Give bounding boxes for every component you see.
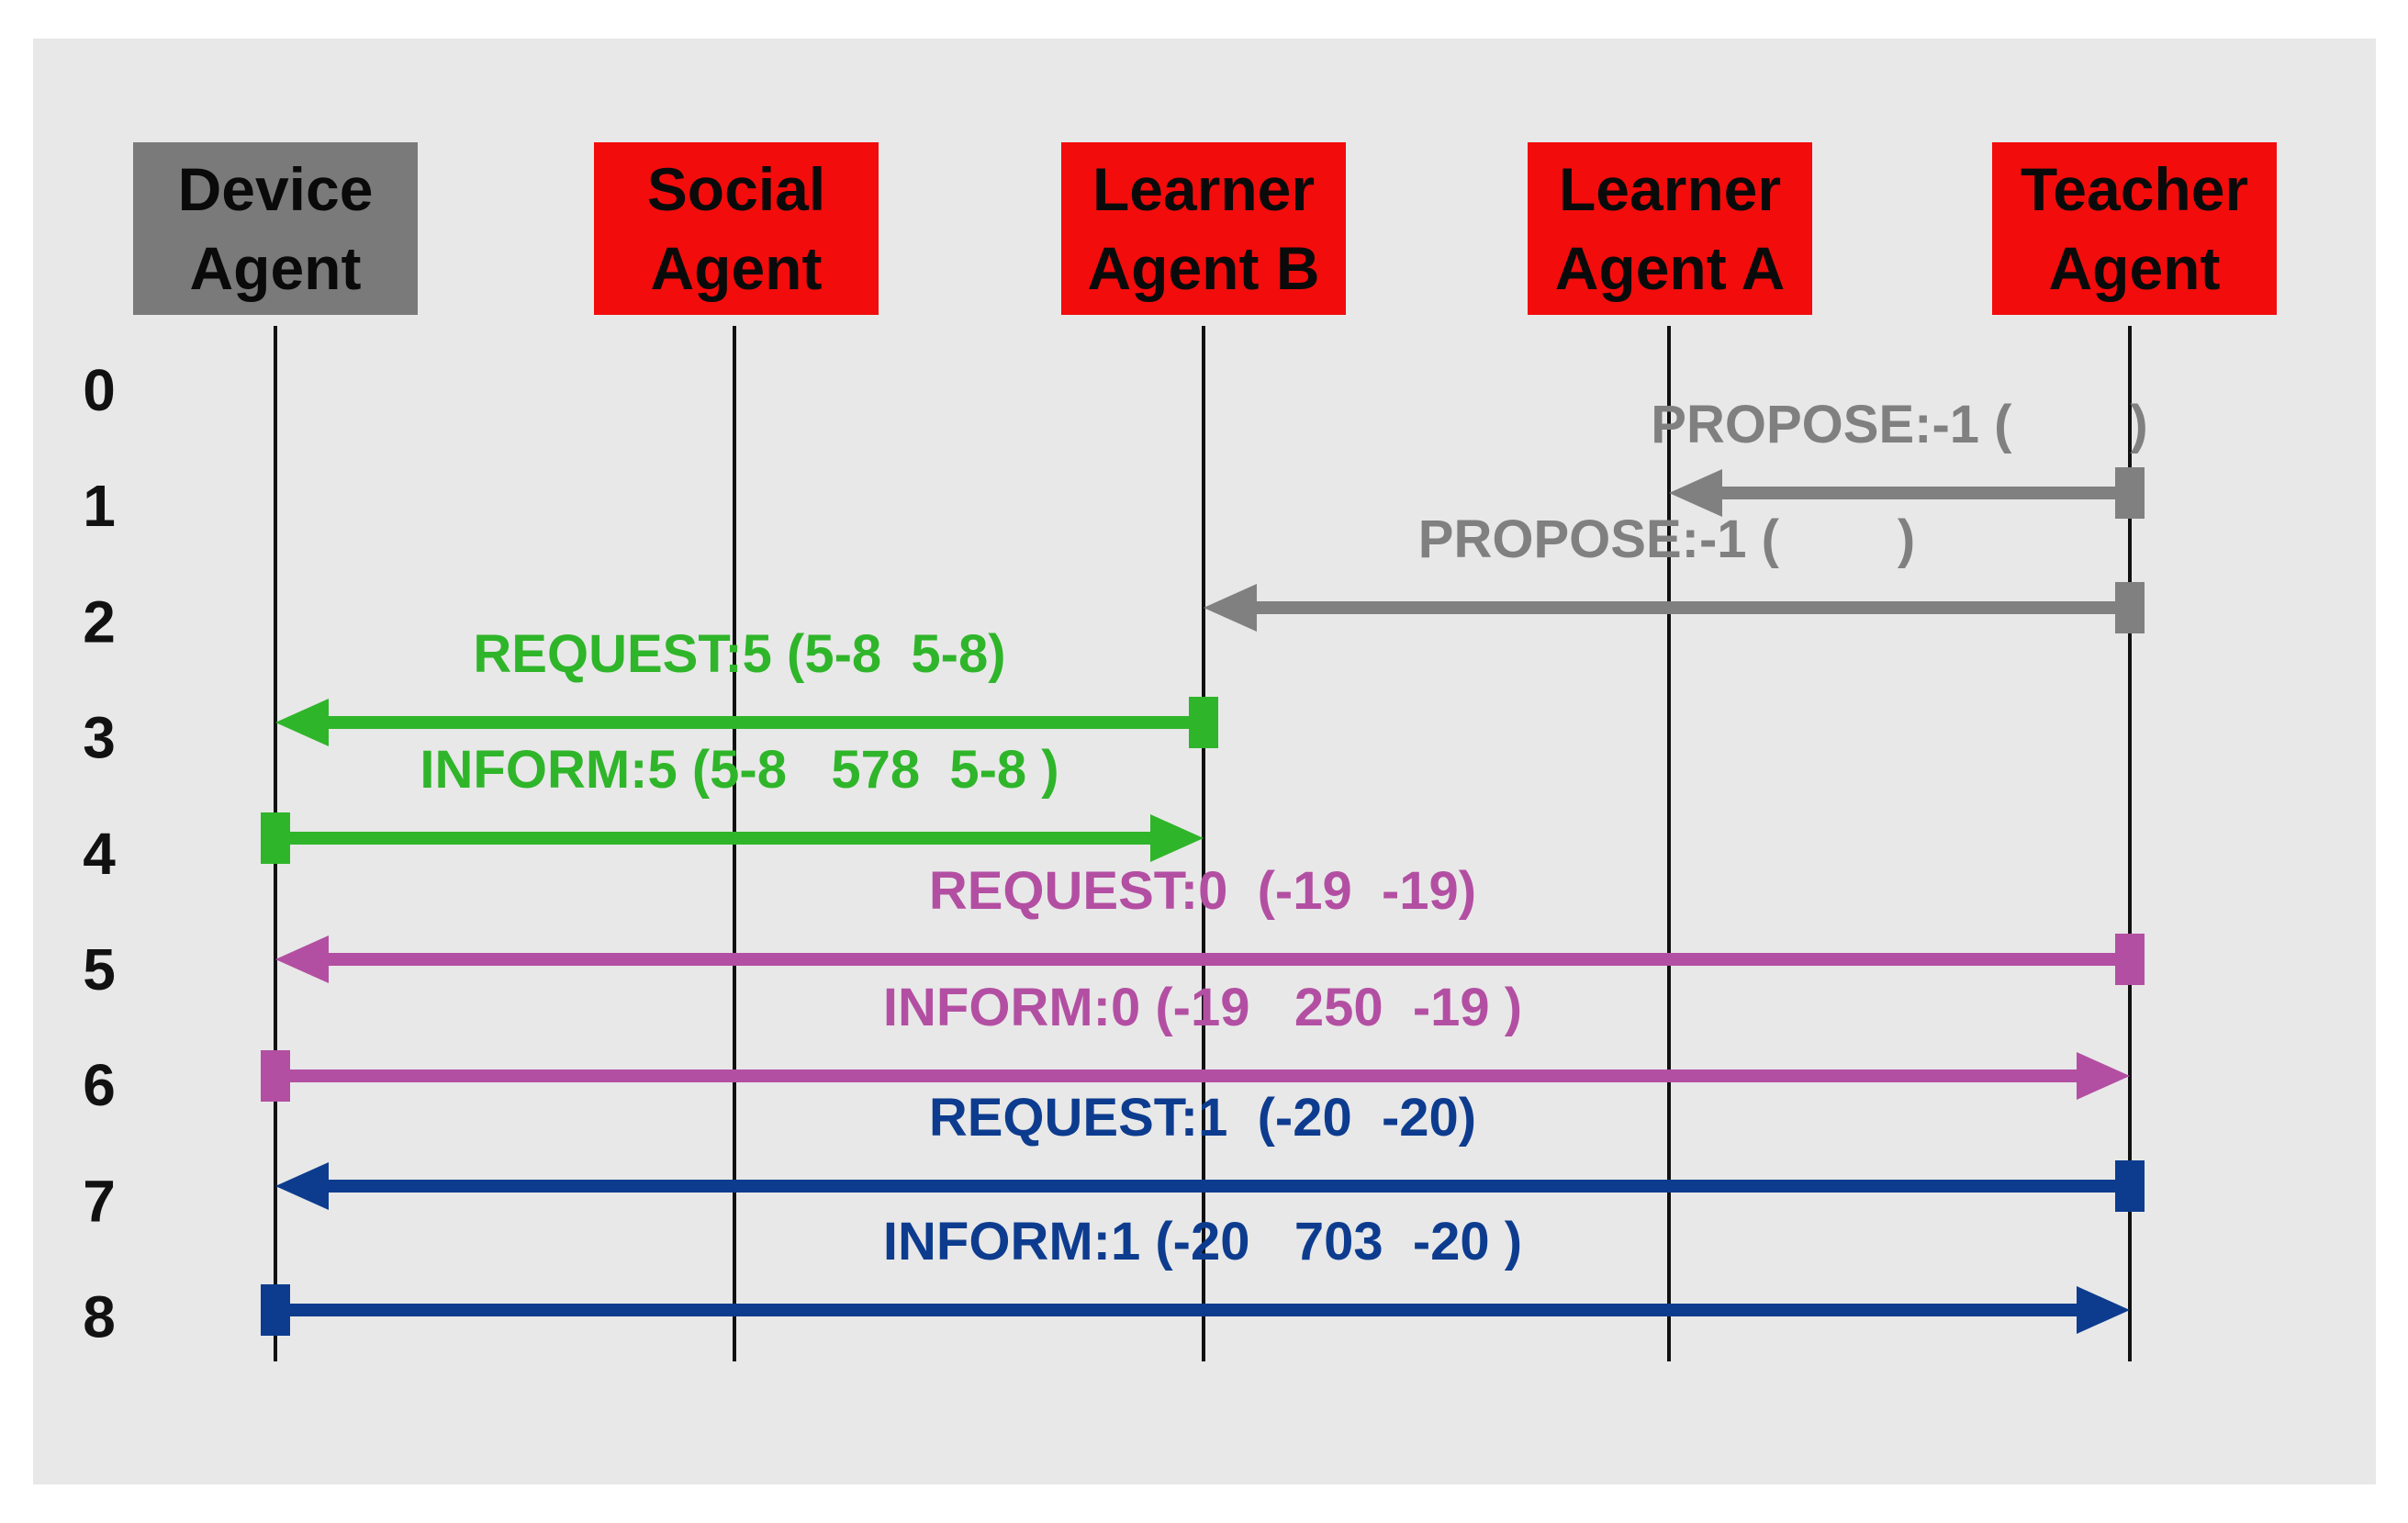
message-row-2: PROPOSE:-1 ( ) xyxy=(1204,510,2145,633)
agent-label-line2: Agent xyxy=(651,234,823,302)
agent-label-line1: Learner xyxy=(1559,155,1781,223)
message-arrow-head xyxy=(2077,1286,2130,1334)
message-arrow-head xyxy=(275,1162,329,1210)
message-origin-block xyxy=(2115,934,2145,985)
messages: PROPOSE:-1 ( ) PROPOSE:-1 ( ) REQUEST:5 (5… xyxy=(261,395,2148,1336)
agent-label-line2: Agent B xyxy=(1088,234,1320,302)
message-label: REQUEST:5 (5-8 5-8) xyxy=(473,624,1005,684)
message-origin-block xyxy=(2115,582,2145,633)
message-origin-block xyxy=(261,812,290,864)
row-number: 2 xyxy=(83,588,116,655)
message-arrow-head xyxy=(1204,584,1257,632)
agent-box-bg xyxy=(1528,142,1812,315)
message-arrow-head xyxy=(275,935,329,983)
agent-label-line1: Teacher xyxy=(2021,155,2248,223)
agent-label-line1: Learner xyxy=(1092,155,1315,223)
agent-label-line2: Agent A xyxy=(1555,234,1786,302)
row-number: 5 xyxy=(83,936,116,1002)
agent-box-bg xyxy=(133,142,418,315)
message-row-4: INFORM:5 (5-8 578 5-8 ) xyxy=(261,740,1204,864)
row-number: 6 xyxy=(83,1052,116,1118)
message-arrow-head xyxy=(1669,469,1722,517)
message-label: REQUEST:1 (-20 -20) xyxy=(929,1088,1476,1148)
message-label: INFORM:1 (-20 703 -20 ) xyxy=(883,1212,1522,1271)
message-row-7: REQUEST:1 (-20 -20) xyxy=(275,1088,2145,1212)
row-numbers: 0 1 2 3 4 5 6 7 8 xyxy=(83,357,116,1350)
agent-box-bg xyxy=(1061,142,1346,315)
message-arrow-head xyxy=(275,699,329,746)
message-origin-block xyxy=(261,1050,290,1102)
message-origin-block xyxy=(1189,697,1218,748)
agent-box-bg xyxy=(1992,142,2277,315)
row-number: 8 xyxy=(83,1284,116,1350)
agent-label-line2: Agent xyxy=(2049,234,2221,302)
message-origin-block xyxy=(2115,1160,2145,1212)
message-row-5: REQUEST:0 (-19 -19) xyxy=(275,861,2145,985)
row-number: 7 xyxy=(83,1168,116,1234)
message-origin-block xyxy=(261,1284,290,1336)
message-label: REQUEST:0 (-19 -19) xyxy=(929,861,1476,921)
message-row-6: INFORM:0 (-19 250 -19 ) xyxy=(261,978,2130,1102)
row-number: 3 xyxy=(83,705,116,771)
message-arrow-head xyxy=(2077,1052,2130,1100)
message-label: INFORM:5 (5-8 578 5-8 ) xyxy=(420,740,1058,800)
agent-label-line2: Agent xyxy=(190,234,362,302)
message-row-3: REQUEST:5 (5-8 5-8) xyxy=(275,624,1218,748)
message-row-8: INFORM:1 (-20 703 -20 ) xyxy=(261,1212,2130,1336)
message-label: PROPOSE:-1 ( ) xyxy=(1651,395,2147,454)
agent-label-line1: Social xyxy=(647,155,825,223)
row-number: 1 xyxy=(83,473,116,539)
message-row-1: PROPOSE:-1 ( ) xyxy=(1651,395,2148,519)
row-number: 0 xyxy=(83,357,116,423)
agent-box-bg xyxy=(594,142,879,315)
row-number: 4 xyxy=(83,821,116,887)
message-label: PROPOSE:-1 ( ) xyxy=(1418,510,1915,569)
agent-label-line1: Device xyxy=(178,155,374,223)
message-origin-block xyxy=(2115,467,2145,519)
message-arrow-head xyxy=(1150,814,1204,862)
message-label: INFORM:0 (-19 250 -19 ) xyxy=(883,978,1522,1037)
